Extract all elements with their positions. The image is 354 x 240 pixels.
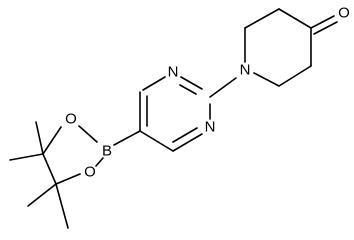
- bond-c-o-bottom: [55, 173, 81, 185]
- atom-label-pyrimidine-n-bottom: N: [205, 119, 216, 136]
- bond-pip-c5-c6: [278, 65, 312, 87]
- bonds: [9, 8, 338, 229]
- bond-pyr-n3-c4-inner: [172, 127, 198, 143]
- bond-pip-c2-c3: [244, 8, 280, 29]
- bond-methyl-3: [27, 183, 57, 207]
- bond-pyr-n1-c2-inner: [179, 84, 197, 95]
- bond-o-top-c: [42, 126, 62, 155]
- bond-pyr-c4-c5: [139, 130, 174, 152]
- bond-pyr-c6-n1: [142, 76, 166, 91]
- bond-c2-piperidine-n: [209, 77, 237, 98]
- bond-b-o-top: [78, 125, 98, 143]
- bond-methyl-1: [35, 121, 44, 155]
- atom-label-pyrimidine-n-top: N: [168, 64, 179, 81]
- bond-pip-c3-c4: [278, 8, 312, 29]
- bond-methyl-4: [55, 183, 69, 229]
- atom-labels: N N N O B O O: [65, 5, 350, 181]
- atom-label-dioxaborolane-o-top: O: [65, 111, 77, 128]
- atom-label-piperidine-n: N: [240, 62, 251, 79]
- bond-ketone-c-o-second: [313, 21, 338, 35]
- bond-methyl-2: [9, 153, 44, 161]
- bond-pip-c6-n: [253, 72, 280, 87]
- bond-o-bottom-b: [95, 157, 104, 167]
- bond-ketone-c-o: [310, 15, 335, 29]
- atom-label-dioxaborolane-o-bottom: O: [84, 164, 96, 181]
- bond-pyr-n1-c2: [180, 76, 203, 90]
- atom-label-boron: B: [102, 143, 112, 160]
- atom-label-ketone-o: O: [338, 5, 350, 22]
- bond-c-c: [42, 153, 57, 185]
- bond-pyr-n3-c4: [172, 133, 203, 152]
- bond-c5-boron: [113, 130, 141, 146]
